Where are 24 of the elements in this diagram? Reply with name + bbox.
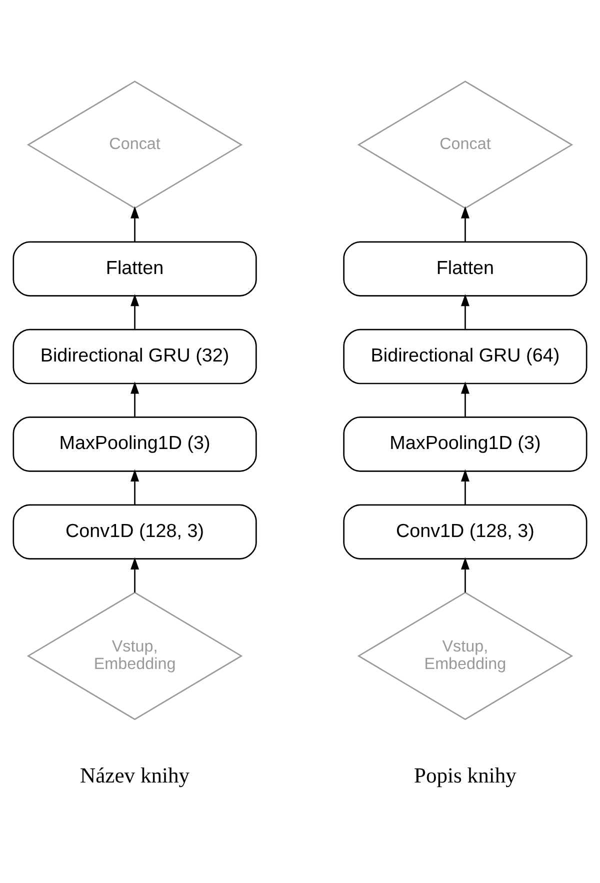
arrow [460,557,470,592]
arrow [130,469,140,505]
arrow [130,206,140,242]
arrow [460,206,470,242]
node-box: Conv1D (128, 3) [12,504,257,560]
node-box: Flatten [12,241,257,297]
node-box: MaxPooling1D (3) [12,416,257,472]
node-diamond: Concat [26,80,243,209]
arrow [130,557,140,592]
node-box: Bidirectional GRU (64) [343,328,588,384]
node-diamond: Concat [357,80,574,209]
node-box: Conv1D (128, 3) [343,504,588,560]
node-diamond: Vstup, Embedding [357,592,574,720]
label: Název knihy [80,763,190,788]
arrow [460,382,470,417]
node-diamond: Vstup, Embedding [26,592,243,720]
arrow [130,382,140,417]
node-box: MaxPooling1D (3) [343,416,588,472]
arrow [460,469,470,505]
node-box: Bidirectional GRU (32) [12,328,257,384]
arrow [130,294,140,330]
node-box: Flatten [343,241,588,297]
arrow [460,294,470,330]
label: Popis knihy [414,763,516,788]
